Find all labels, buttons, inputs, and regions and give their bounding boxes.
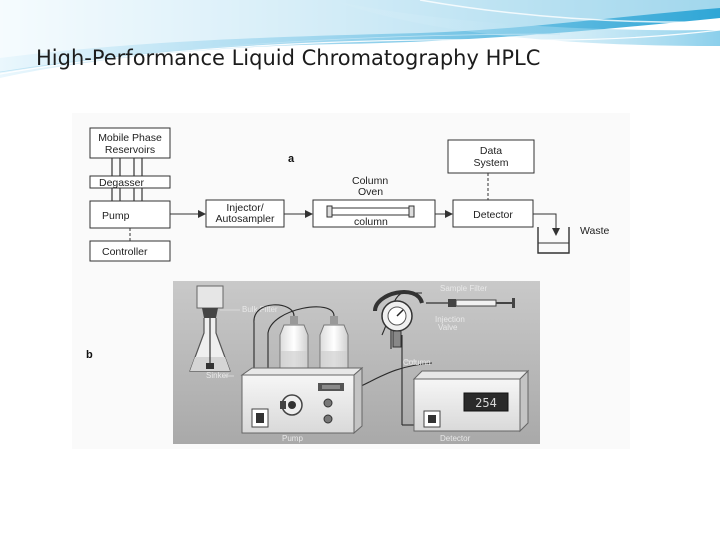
detector-display-value: 254 bbox=[475, 396, 497, 410]
injector-label-1: Injector/ bbox=[226, 202, 263, 214]
data-system-label-2: System bbox=[473, 157, 508, 169]
injector-label-2: Autosampler bbox=[216, 213, 275, 225]
schematic-a: a Mobile Phase Reservoirs Degasser Pump bbox=[89, 127, 610, 262]
injector-block: Injector/ Autosampler bbox=[205, 199, 285, 228]
pump-label: Pump bbox=[102, 210, 130, 222]
slide-title: High-Performance Liquid Chromatography H… bbox=[36, 46, 541, 70]
sample-filter-label: Sample Filter bbox=[440, 284, 487, 293]
column-oven-label-2: Oven bbox=[358, 186, 383, 198]
mobile-phase-reservoirs-block: Mobile Phase Reservoirs bbox=[89, 127, 171, 159]
mobile-phase-label-1: Mobile Phase bbox=[98, 132, 162, 144]
column-oven-label-1: Column bbox=[352, 175, 388, 187]
syringe bbox=[426, 298, 515, 308]
diagram-a-tag: a bbox=[288, 153, 295, 165]
injection-valve-label-2: Valve bbox=[438, 323, 458, 332]
solvent-flask bbox=[189, 285, 231, 372]
pump-instrument bbox=[240, 366, 364, 435]
detector-block: Detector bbox=[452, 199, 534, 228]
controller-block: Controller bbox=[89, 240, 171, 262]
hplc-figure: a Mobile Phase Reservoirs Degasser Pump bbox=[72, 113, 630, 449]
column-label: column bbox=[354, 216, 388, 228]
mobile-phase-label-2: Reservoirs bbox=[105, 144, 155, 156]
data-system-block: Data System bbox=[447, 139, 535, 174]
data-system-label-1: Data bbox=[480, 145, 502, 157]
pump-photo-label: Pump bbox=[282, 434, 303, 443]
column-oven-block: Column Oven column bbox=[312, 175, 436, 228]
diagram-b-tag: b bbox=[86, 349, 93, 361]
waste-container bbox=[537, 227, 570, 254]
column-photo-label: Column bbox=[403, 358, 431, 367]
detector-label: Detector bbox=[473, 209, 513, 221]
solvent-bottles bbox=[279, 316, 349, 376]
degasser-block: Degasser bbox=[89, 175, 171, 189]
injection-valve-label-1: Injection bbox=[435, 315, 465, 324]
waste-label: Waste bbox=[580, 225, 610, 237]
sinker-label: Sinker bbox=[206, 371, 229, 380]
degasser-label: Degasser bbox=[99, 177, 144, 189]
controller-label: Controller bbox=[102, 246, 148, 258]
detector-instrument: 254 bbox=[412, 369, 530, 433]
illustration-b: b Bulk Filter Sinker bbox=[86, 281, 540, 444]
detector-photo-label: Detector bbox=[440, 434, 471, 443]
injection-valve bbox=[373, 289, 424, 348]
pump-block: Pump bbox=[89, 200, 171, 229]
